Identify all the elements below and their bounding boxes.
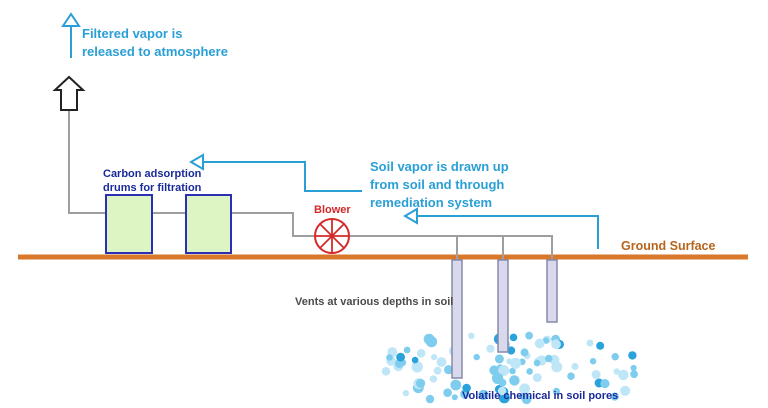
vapor-bubble xyxy=(431,354,438,361)
carbon-drum-2 xyxy=(185,194,232,254)
vapor-bubble xyxy=(416,378,426,388)
vapor-bubble xyxy=(386,354,393,361)
flow-arrow-upper xyxy=(189,153,362,192)
vent-pipe-deep xyxy=(451,259,463,379)
vapor-bubble xyxy=(571,362,579,371)
vapor-bubble xyxy=(491,372,504,384)
vapor-bubble xyxy=(451,394,458,401)
vapor-bubble xyxy=(478,389,489,400)
vapor-bubble xyxy=(433,366,442,375)
vapor-bubble xyxy=(509,333,518,342)
vapor-bubble xyxy=(411,356,419,364)
vapor-bubble xyxy=(444,365,454,375)
carbon-drums-label: Carbon adsorption drums for filtration xyxy=(103,167,201,195)
carbon-drum-1 xyxy=(105,194,153,254)
drawn-up-label-line-1: Soil vapor is drawn up xyxy=(370,159,509,174)
vapor-bubble xyxy=(509,367,516,375)
released-label-line-2: released to atmosphere xyxy=(82,44,228,59)
vapor-bubble xyxy=(425,394,435,404)
blower-label: Blower xyxy=(314,204,351,216)
vapor-bubble xyxy=(596,341,605,350)
vapor-bubble xyxy=(518,392,526,400)
vapor-bubble xyxy=(381,367,391,376)
released-label: Filtered vapor is released to atmosphere xyxy=(82,25,228,61)
vapor-bubble xyxy=(567,372,575,381)
ground-surface-label: Ground Surface xyxy=(621,239,716,253)
vapor-bubble xyxy=(532,373,542,382)
vapor-bubble xyxy=(411,361,423,373)
vent-pipe-mid xyxy=(497,259,509,353)
up-arrow-icon xyxy=(61,12,81,58)
vapor-bubble xyxy=(509,375,520,386)
vapor-bubble xyxy=(402,389,410,397)
vapor-bubble xyxy=(591,370,601,379)
vapor-bubble xyxy=(450,379,462,391)
flow-arrow-lower xyxy=(403,207,599,249)
vents-label: Vents at various depths in soil xyxy=(295,296,454,308)
vapor-bubble xyxy=(510,357,522,369)
vapor-bubble xyxy=(403,346,411,354)
vapor-bubble xyxy=(610,392,619,401)
blower-icon xyxy=(314,218,350,254)
vapor-bubble xyxy=(620,385,631,396)
piping xyxy=(68,110,553,260)
vapor-bubble xyxy=(443,388,452,398)
vapor-bubble xyxy=(586,339,594,347)
vapor-bubble xyxy=(551,339,561,350)
vapor-bubble xyxy=(507,346,516,355)
vapor-bubble xyxy=(497,386,507,396)
vapor-bubble xyxy=(494,354,504,364)
vapor-bubble xyxy=(628,351,637,360)
vapor-bubble xyxy=(423,333,435,345)
vapor-bubble xyxy=(473,353,480,361)
vapor-bubble xyxy=(462,383,471,393)
vapor-bubble xyxy=(544,354,553,363)
vapor-bubble xyxy=(613,368,620,375)
vapor-bubble xyxy=(520,348,529,357)
vapor-bubble xyxy=(396,352,405,362)
released-label-line-1: Filtered vapor is xyxy=(82,26,183,41)
vapor-bubble xyxy=(534,338,545,349)
vapor-bubble xyxy=(589,358,597,365)
vapor-bubble xyxy=(429,375,438,383)
vapor-bubble xyxy=(498,365,510,376)
carbon-drums-label-line-2: drums for filtration xyxy=(103,182,202,194)
vapor-bubble xyxy=(519,383,530,395)
vapor-bubble xyxy=(436,357,447,367)
volatile-chemical-label: Volatile chemical in soil pores xyxy=(462,390,619,402)
vapor-bubble xyxy=(630,364,637,372)
vapor-bubble xyxy=(630,370,638,379)
vapor-bubble xyxy=(416,349,426,358)
vapor-bubble xyxy=(611,353,619,361)
exhaust-arrow-icon xyxy=(52,75,86,111)
drawn-up-label-line-2: from soil and through xyxy=(370,177,505,192)
carbon-drums-label-line-1: Carbon adsorption xyxy=(103,168,202,180)
vent-pipes xyxy=(451,259,558,379)
vent-pipe-shallow xyxy=(546,259,558,323)
vapor-bubble xyxy=(533,359,541,367)
vapor-bubble xyxy=(468,332,475,339)
vapor-bubble xyxy=(486,344,495,353)
drawn-up-label-line-3: remediation system xyxy=(370,195,493,210)
vapor-bubble xyxy=(618,369,629,381)
vapor-bubble xyxy=(525,331,533,340)
vapor-bubble xyxy=(600,379,610,389)
vapor-bubble xyxy=(526,368,533,375)
drawn-up-label: Soil vapor is drawn up from soil and thr… xyxy=(370,158,509,212)
vapor-bubble xyxy=(552,387,561,395)
